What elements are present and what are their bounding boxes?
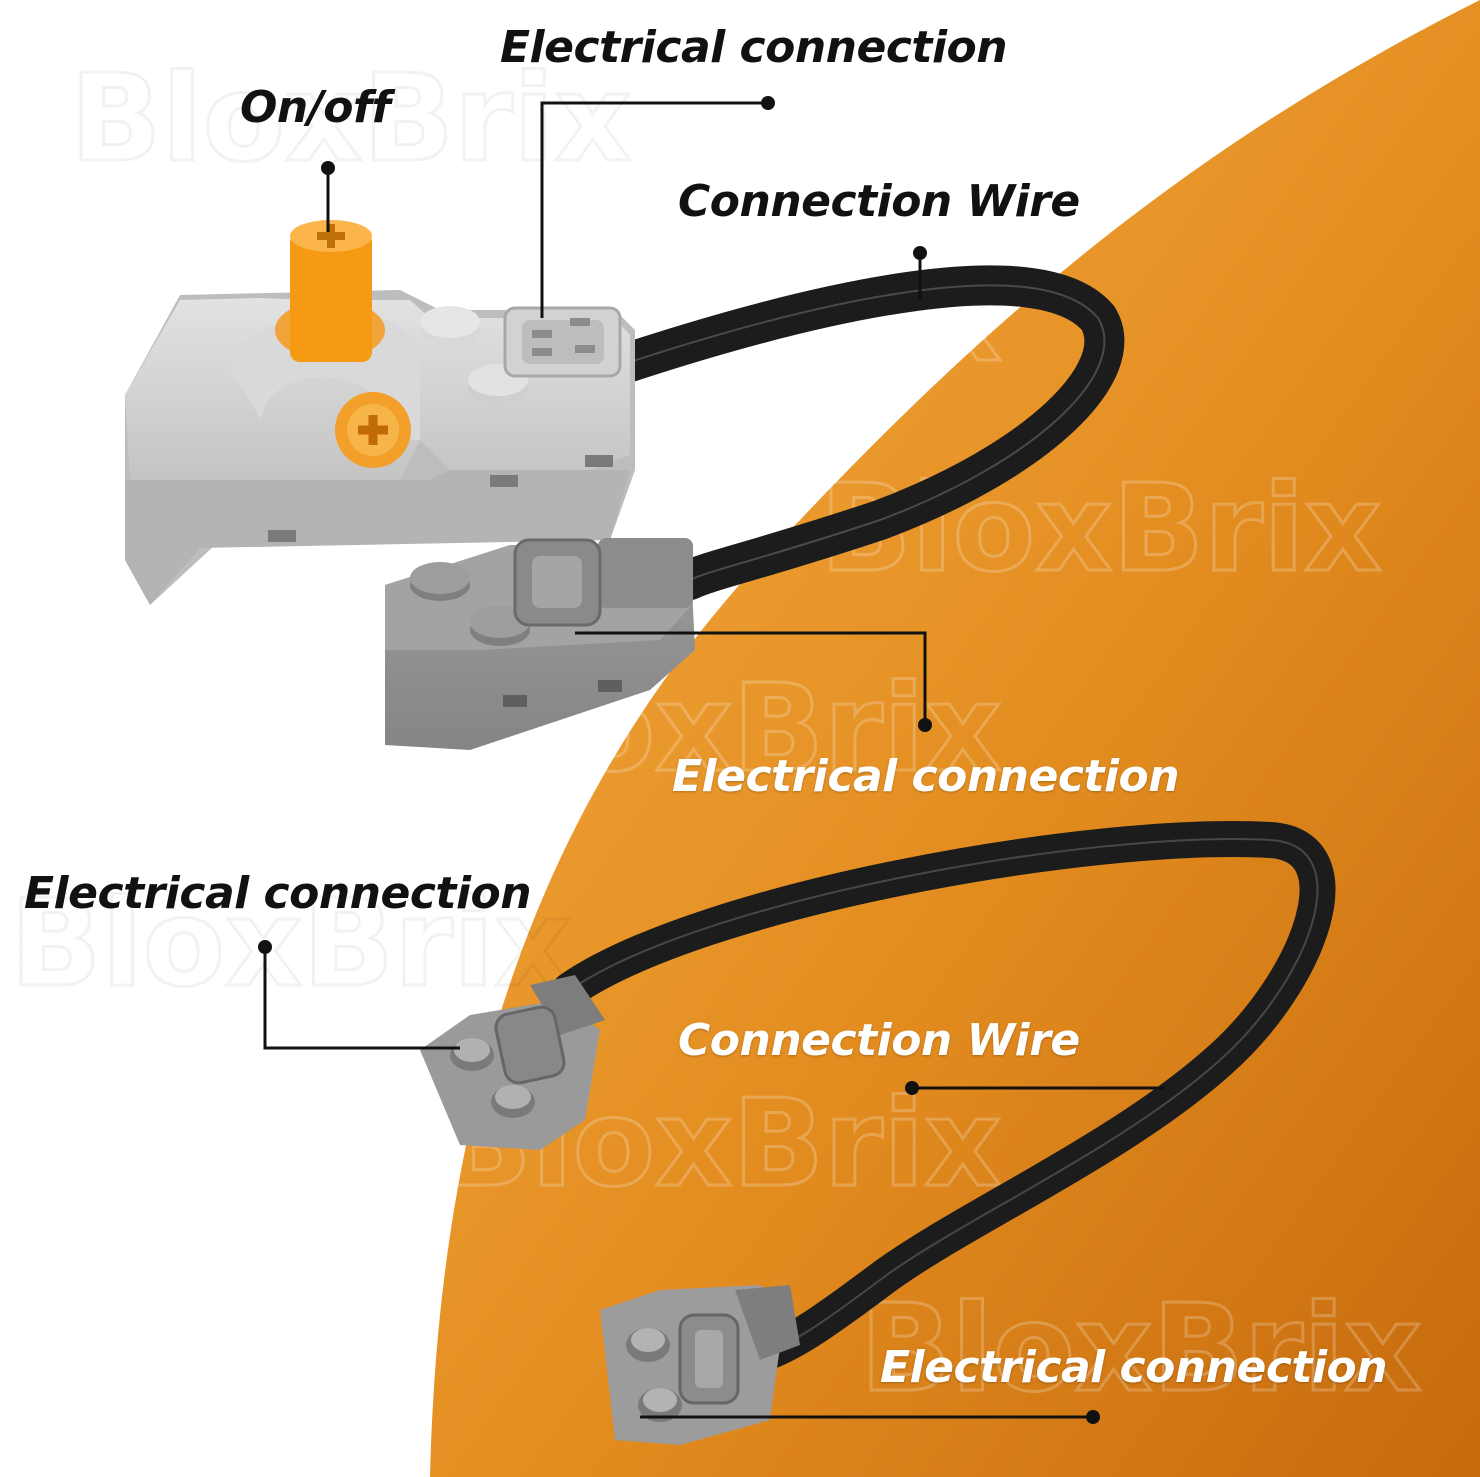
orange-background-shape — [430, 0, 1480, 1477]
callout-mid-electrical — [575, 631, 927, 725]
watermark-text: BloxBrix — [10, 875, 572, 1014]
label-on-off: On/off — [240, 82, 391, 133]
watermark-text: BloxBrix — [70, 50, 632, 189]
watermark-text: BloxBrix — [820, 460, 1382, 599]
top-connection-wire — [610, 265, 1125, 600]
bottom-connection-wire — [552, 821, 1336, 1373]
label-bottom-connection-wire: Connection Wire — [678, 1015, 1080, 1066]
top-cable-connector — [385, 538, 695, 750]
label-mid-electrical-connection: Electrical connection — [672, 751, 1180, 802]
polarity-switch — [125, 220, 635, 605]
label-bottom-electrical-connection: Electrical connection — [880, 1342, 1388, 1393]
callout-top-electrical — [540, 101, 768, 318]
bottom-right-connector — [600, 1285, 800, 1445]
label-top-electrical-connection: Electrical connection — [500, 22, 1008, 73]
callout-dots — [258, 96, 1100, 1424]
callout-lines — [263, 101, 1165, 1419]
callout-left-electrical — [263, 947, 460, 1050]
watermark-text: BloxBrix — [860, 1280, 1422, 1419]
bottom-left-connector — [420, 975, 605, 1150]
label-left-electrical-connection: Electrical connection — [24, 868, 532, 919]
label-top-connection-wire: Connection Wire — [678, 176, 1080, 227]
